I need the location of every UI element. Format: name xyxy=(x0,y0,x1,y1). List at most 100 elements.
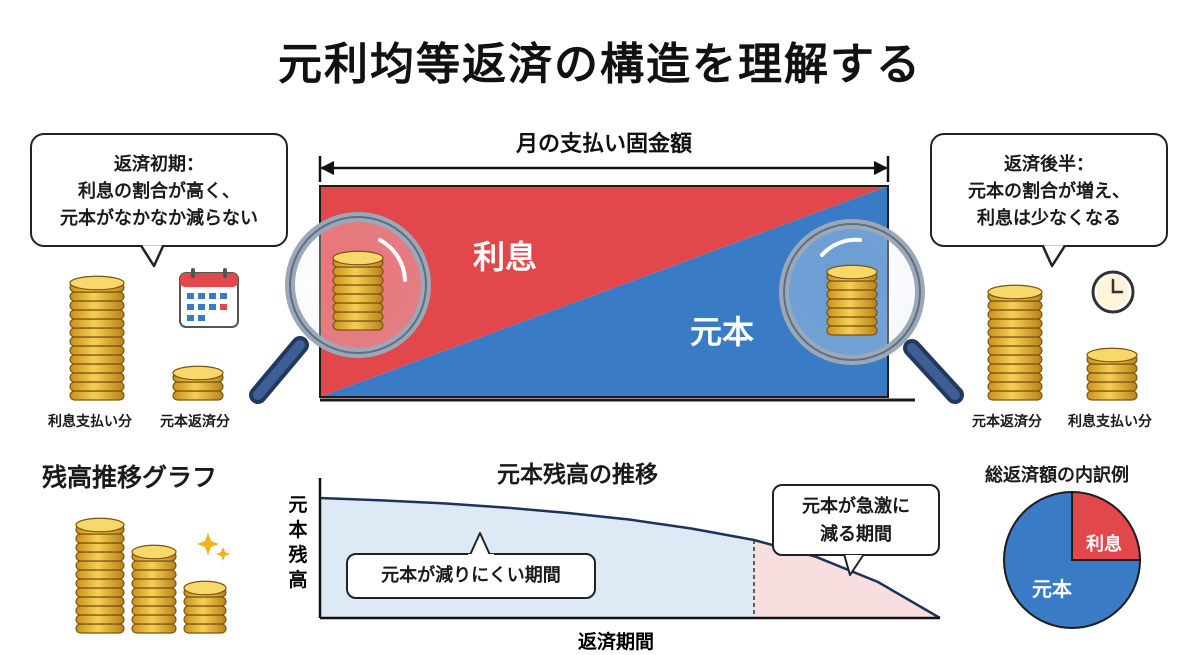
coin xyxy=(183,605,227,616)
arrow-right-icon xyxy=(874,161,888,175)
coin xyxy=(75,623,125,634)
coin xyxy=(183,596,227,607)
interest-label: 利息 xyxy=(473,238,537,276)
coin xyxy=(987,327,1043,338)
coin-top xyxy=(826,264,878,280)
coin xyxy=(69,363,125,374)
coin xyxy=(69,327,125,338)
coin xyxy=(332,293,384,304)
coin xyxy=(69,291,125,302)
coin xyxy=(131,560,177,571)
coin xyxy=(75,542,125,553)
fast-decrease-line-2: 減る期間 xyxy=(820,524,892,545)
coin xyxy=(75,596,125,607)
coin xyxy=(1086,363,1138,374)
fast-decrease-callout: 元本が急激に 減る期間 xyxy=(772,484,940,556)
late-bubble-line-3: 利息は少なくなる xyxy=(977,208,1121,229)
coin-top xyxy=(332,250,384,266)
y-axis-label-4: 高 xyxy=(288,568,307,591)
coin xyxy=(131,578,177,589)
slow-decrease-callout: 元本が減りにくい期間 xyxy=(346,553,596,599)
coin xyxy=(987,372,1043,383)
coin xyxy=(75,551,125,562)
sparkle-icon xyxy=(197,533,230,561)
y-axis-label-3: 残 xyxy=(288,543,307,566)
coin xyxy=(69,318,125,329)
coin xyxy=(826,298,878,309)
right-short-stack-label: 利息支払い分 xyxy=(1068,414,1152,430)
coin xyxy=(332,266,384,277)
coin-top xyxy=(1086,347,1138,363)
late-bubble-tail xyxy=(1039,244,1068,268)
coin xyxy=(826,307,878,318)
calendar-icon xyxy=(179,268,239,328)
coin xyxy=(826,289,878,300)
right-tall-coin-stack xyxy=(987,284,1043,401)
coin xyxy=(75,587,125,598)
monthly-payment-diagram: 月の支払い固金額 利息 元本 xyxy=(69,131,1138,404)
left-short-stack-label: 元本返済分 xyxy=(160,414,230,430)
coin xyxy=(332,320,384,331)
coin xyxy=(826,280,878,291)
monthly-payment-header: 月の支払い固金額 xyxy=(515,131,692,157)
fast-callout-tail xyxy=(842,553,868,576)
coin xyxy=(131,623,177,634)
late-repayment-bubble: 返済後半： 元本の割合が増え、 利息は少なくなる xyxy=(930,133,1168,247)
coin xyxy=(1086,390,1138,401)
coin xyxy=(131,596,177,607)
coin xyxy=(75,605,125,616)
coin xyxy=(75,578,125,589)
pie-slice xyxy=(1003,490,1142,629)
fast-period-area xyxy=(754,540,940,618)
coin xyxy=(332,275,384,286)
coin-top xyxy=(172,365,224,381)
right-tall-stack-label: 元本返済分 xyxy=(972,414,1042,430)
coin xyxy=(987,345,1043,356)
clock-icon xyxy=(1091,270,1135,314)
coin-top xyxy=(69,275,125,291)
coin xyxy=(332,284,384,295)
arrow-left-icon xyxy=(320,161,334,175)
coin xyxy=(131,587,177,598)
early-repayment-bubble: 返済初期： 利息の割合が高く、 元本がなかなか減らない xyxy=(30,133,288,247)
right-magnified-coins xyxy=(826,264,878,336)
coin-top xyxy=(987,284,1043,300)
pie-label-principal: 元本 xyxy=(1032,577,1072,601)
coin-top xyxy=(183,580,227,596)
balance-section-heading: 残高推移グラフ xyxy=(42,463,218,492)
coin xyxy=(183,614,227,625)
coin xyxy=(987,336,1043,347)
late-bubble-line-2: 元本の割合が増え、 xyxy=(968,181,1130,202)
coin xyxy=(69,309,125,320)
coin xyxy=(826,325,878,336)
coin xyxy=(1086,381,1138,392)
pie-label-interest: 利息 xyxy=(1086,533,1122,555)
left-tall-stack-label: 利息支払い分 xyxy=(48,414,132,430)
early-bubble-tail xyxy=(138,244,167,268)
growing-coins-illustration xyxy=(75,517,230,634)
slow-decrease-text: 元本が減りにくい期間 xyxy=(381,565,561,586)
coin xyxy=(69,381,125,392)
coin xyxy=(987,354,1043,365)
coin xyxy=(332,311,384,322)
coin xyxy=(75,533,125,544)
y-axis-label-1: 元 xyxy=(288,494,307,516)
left-magnified-coins xyxy=(332,250,384,331)
early-bubble-line-2: 利息の割合が高く、 xyxy=(78,181,240,202)
coin xyxy=(172,381,224,392)
coin xyxy=(131,605,177,616)
fast-decrease-line-1: 元本が急激に xyxy=(802,496,910,517)
balance-chart-title: 元本残高の推移 xyxy=(497,462,658,488)
coin xyxy=(131,614,177,625)
coin xyxy=(987,363,1043,374)
left-tall-coin-stack xyxy=(69,275,125,401)
coin xyxy=(987,381,1043,392)
coin xyxy=(183,623,227,634)
coin xyxy=(69,300,125,311)
coin xyxy=(172,390,224,401)
principal-label: 元本 xyxy=(690,313,754,351)
page-title: 元利均等返済の構造を理解する xyxy=(278,39,922,90)
coin-top xyxy=(75,517,125,533)
coin xyxy=(69,390,125,401)
